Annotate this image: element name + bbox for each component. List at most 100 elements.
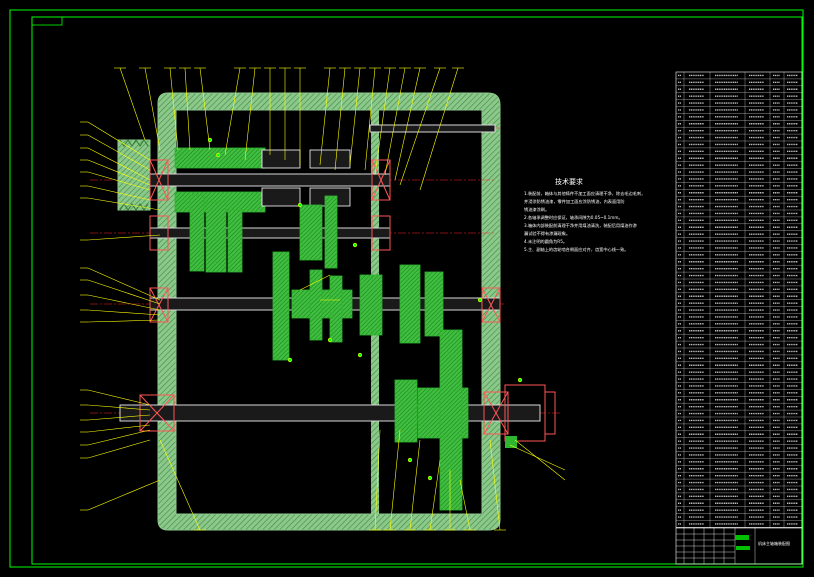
gear [394, 379, 418, 443]
leader-line [87, 414, 151, 421]
marker-dot [517, 377, 523, 383]
leader-line [199, 67, 211, 151]
gear [359, 274, 383, 336]
leader-line [87, 309, 161, 316]
shaft-5 [369, 124, 496, 133]
leader-line [87, 121, 151, 161]
gear [227, 209, 243, 273]
tech-req-line: 锈油漆涂刷。 [524, 206, 549, 213]
leader-line [87, 267, 161, 301]
tech-req-line: 2.各轴承调整时应保证，轴承间隙为0.05~0.1mm。 [524, 214, 623, 221]
leader-line [119, 67, 146, 141]
leader-line [87, 159, 151, 186]
title-block: 机床主轴箱装配图 [675, 527, 803, 565]
bearing [371, 215, 391, 251]
leader-line [87, 279, 161, 305]
parts-list-table [675, 71, 803, 528]
gear [399, 264, 421, 344]
leader-line [244, 67, 256, 161]
clutch-pack [261, 187, 301, 207]
leader-line [509, 444, 566, 471]
bearing [149, 215, 169, 251]
gear [424, 271, 444, 337]
bearing [371, 159, 391, 201]
leader-line [87, 389, 151, 406]
leader-line [87, 147, 151, 181]
marker-dot [427, 475, 433, 481]
leader-line [87, 294, 161, 311]
gear [299, 204, 323, 261]
gear [309, 269, 323, 341]
leader-line [87, 439, 151, 459]
gear [324, 195, 338, 269]
leader-line [364, 67, 376, 171]
gear [329, 275, 343, 343]
tech-req-line: 3.箱体内部装配前清理干净并用煤油清洗，装配后用煤油作渗 [524, 222, 638, 229]
gear [439, 329, 463, 511]
marker-dot [477, 297, 483, 303]
leader-line [87, 234, 161, 241]
tech-req-line: 并浸涂防锈油漆，零件加工面应涂防锈油，内表面用防 [524, 198, 625, 205]
clutch-pack [261, 149, 301, 169]
leader-line [374, 67, 391, 176]
pulley [117, 139, 151, 211]
marker-dot [215, 152, 221, 158]
leader-lines [80, 67, 566, 531]
marker-dot [357, 352, 363, 358]
leader-line [429, 459, 441, 531]
marker-dot [297, 202, 303, 208]
leader-line [409, 439, 421, 531]
leader-line [87, 185, 151, 201]
leader-line [299, 274, 331, 291]
gear [189, 194, 205, 272]
leader-line [87, 404, 151, 411]
leader-line [87, 171, 151, 191]
gear [174, 147, 266, 169]
leader-line [374, 429, 381, 531]
leader-line [319, 67, 331, 166]
leader-line [459, 479, 471, 531]
shafts [119, 124, 541, 422]
leader-line [87, 479, 161, 511]
marker-dot [327, 337, 333, 343]
leader-line [389, 429, 401, 531]
output-flange [504, 384, 556, 448]
leader-line [169, 67, 179, 151]
leader-line [159, 439, 201, 531]
tech-req-title: 技术要求 [555, 177, 583, 186]
leader-line [87, 134, 151, 171]
tech-req-line: 1.装配前，箱体与其他铸件不加工面应清理干净，除去毛边毛刺， [524, 190, 645, 197]
leader-line [87, 319, 161, 323]
tech-req-line: 4.未注明的圆角为R5。 [524, 238, 567, 245]
title-block-name: 机床主轴箱装配图 [758, 540, 790, 546]
bearings [139, 159, 509, 435]
leader-line [87, 197, 161, 211]
marker-dot [207, 137, 213, 143]
leader-line [184, 67, 191, 151]
tech-req-line: 漏试验不得有渗漏现象。 [524, 230, 570, 237]
leader-line [399, 67, 441, 186]
bearing [139, 394, 175, 432]
marker-dot [407, 457, 413, 463]
leader-line [394, 67, 421, 181]
leader-line [384, 67, 406, 176]
technical-requirements: 技术要求 1.装配前，箱体与其他铸件不加工面应清理干净，除去毛边毛刺，并浸涂防锈… [524, 177, 645, 253]
marker-dot [352, 242, 358, 248]
clutch-pack [309, 149, 351, 169]
shaft-2 [149, 227, 391, 239]
leader-line [144, 67, 161, 151]
gear [205, 201, 227, 273]
marker-dot [287, 357, 293, 363]
gears [174, 147, 469, 511]
bearing [481, 287, 501, 323]
leader-line [514, 439, 566, 481]
leader-line [87, 424, 151, 433]
shaft-4 [119, 404, 541, 422]
leader-line [489, 439, 501, 531]
leader-line [419, 67, 459, 191]
bearing [483, 391, 509, 435]
leader-line [87, 429, 151, 446]
leader-line [224, 67, 241, 156]
bearing [149, 287, 169, 323]
